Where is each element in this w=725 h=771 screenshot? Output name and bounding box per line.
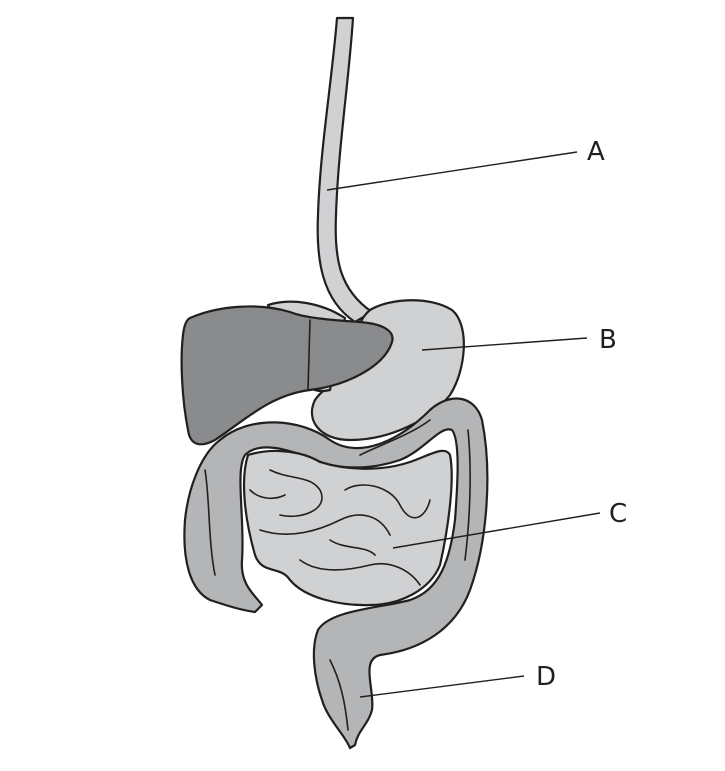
label-d: D	[536, 662, 556, 692]
label-b: B	[599, 325, 617, 355]
leader-line-a	[326, 151, 578, 191]
leader-line-c	[392, 512, 601, 549]
leader-line-b	[421, 337, 588, 351]
label-c: C	[609, 499, 627, 529]
intestine-folds	[204, 419, 471, 731]
liver-divider	[307, 319, 311, 391]
large-intestine	[183, 397, 489, 750]
label-a: A	[587, 137, 605, 167]
liver	[180, 305, 394, 446]
esophagus	[316, 16, 374, 324]
leader-line-d	[359, 675, 525, 698]
small-intestine	[242, 449, 453, 607]
